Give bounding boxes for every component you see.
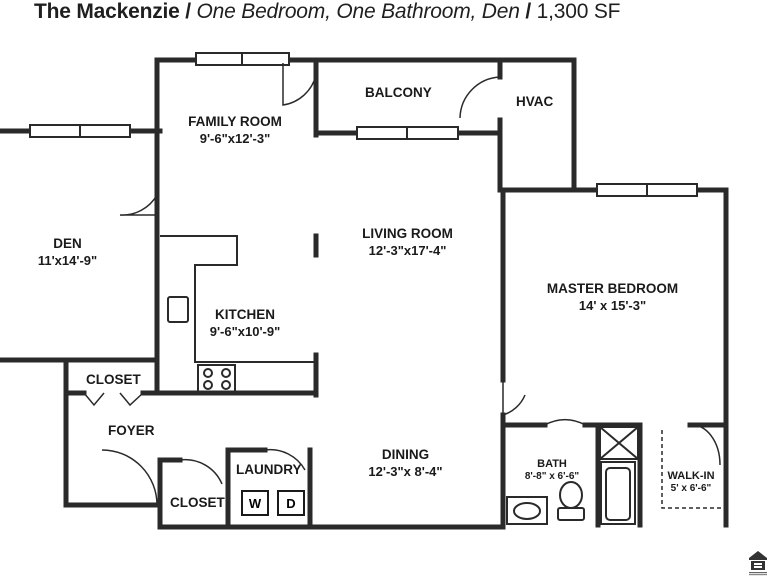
unit-type: One Bedroom, One Bathroom, Den (196, 0, 520, 23)
wall (286, 57, 319, 78)
shower-stall (600, 461, 636, 525)
room-bath-dims: 8'-8" x 6'-6" (524, 471, 580, 482)
door-swing (282, 63, 317, 106)
door-swing (101, 449, 158, 506)
bath-vanity (506, 496, 548, 525)
kitchen-sink (167, 296, 189, 323)
room-kitchen-name: KITCHEN (215, 307, 275, 322)
room-living: LIVING ROOM 12'-3"x17'-4" (340, 225, 475, 259)
room-family: FAMILY ROOM 9'-6"x12'-3" (170, 113, 300, 147)
burner (203, 368, 213, 378)
room-bath: BATH 8'-8" x 6'-6" (508, 458, 596, 483)
door-swing (179, 458, 223, 485)
room-dining: DINING 12'-3"x 8'-4" (348, 446, 463, 480)
wall (497, 57, 600, 193)
burner (221, 380, 231, 390)
room-closet-name: CLOSET (86, 372, 141, 387)
room-master-dims: 14' x 15'-3" (578, 298, 647, 313)
room-foyer-name: FOYER (108, 423, 155, 438)
room-family-dims: 9'-6"x12'-3" (199, 131, 271, 146)
room-family-name: FAMILY ROOM (188, 114, 282, 129)
room-master: MASTER BEDROOM 14' x 15'-3" (525, 280, 700, 314)
room-laundry-name: LAUNDRY (236, 462, 302, 477)
door-swing (544, 418, 586, 426)
linen-closet (599, 426, 639, 460)
wall (63, 357, 160, 508)
burner (221, 368, 231, 378)
room-kitchen: KITCHEN 9'-6"x10'-9" (195, 306, 295, 340)
door-swing (459, 76, 501, 119)
room-den-dims: 11'x14'-9" (37, 253, 98, 268)
equal-housing-opportunity-icon (749, 551, 767, 576)
room-dining-dims: 12'-3"x 8'-4" (368, 464, 443, 479)
title-separator: / (185, 0, 191, 23)
room-walkin-name: WALK-IN (667, 470, 715, 482)
door-swing (502, 380, 526, 417)
plan-name: The Mackenzie (34, 0, 180, 23)
walk-in-shelf (661, 430, 726, 509)
room-master-name: MASTER BEDROOM (546, 281, 679, 296)
door-swing (689, 424, 721, 466)
bifold-door (83, 392, 105, 407)
room-den: DEN 11'x14'-9" (10, 235, 125, 269)
door-swing (264, 448, 306, 471)
room-den-name: DEN (53, 236, 82, 251)
linen-closet-cross (599, 426, 639, 460)
bifold-door (119, 392, 144, 407)
wall (154, 357, 319, 396)
room-balcony-name: BALCONY (365, 85, 432, 100)
toilet-bowl (559, 481, 583, 509)
dryer: D (277, 490, 305, 516)
room-hvac-name: HVAC (516, 94, 554, 109)
burner (203, 380, 213, 390)
stove (197, 364, 236, 393)
wall (694, 187, 729, 528)
room-dining-name: DINING (381, 447, 430, 462)
bath-sink (513, 502, 541, 520)
wall (497, 117, 577, 193)
square-footage: 1,300 SF (536, 0, 621, 23)
room-kitchen-dims: 9'-6"x10'-9" (209, 324, 281, 339)
room-closet2-name: CLOSET (170, 495, 225, 510)
door-swing (119, 194, 158, 216)
room-living-name: LIVING ROOM (362, 226, 453, 241)
wall (157, 457, 506, 530)
shower-inner (605, 467, 631, 521)
title-separator: / (525, 0, 531, 23)
washer: W (241, 490, 269, 516)
room-bath-name: BATH (537, 458, 567, 470)
kitchen-counter (160, 235, 316, 363)
plan-title: The Mackenzie / One Bedroom, One Bathroo… (34, 0, 620, 24)
room-walkin: WALK-IN 5' x 6'-6" (660, 470, 722, 495)
toilet-tank (557, 507, 585, 521)
room-walkin-dims: 5' x 6'-6" (670, 483, 712, 494)
room-living-dims: 12'-3"x17'-4" (368, 243, 447, 258)
